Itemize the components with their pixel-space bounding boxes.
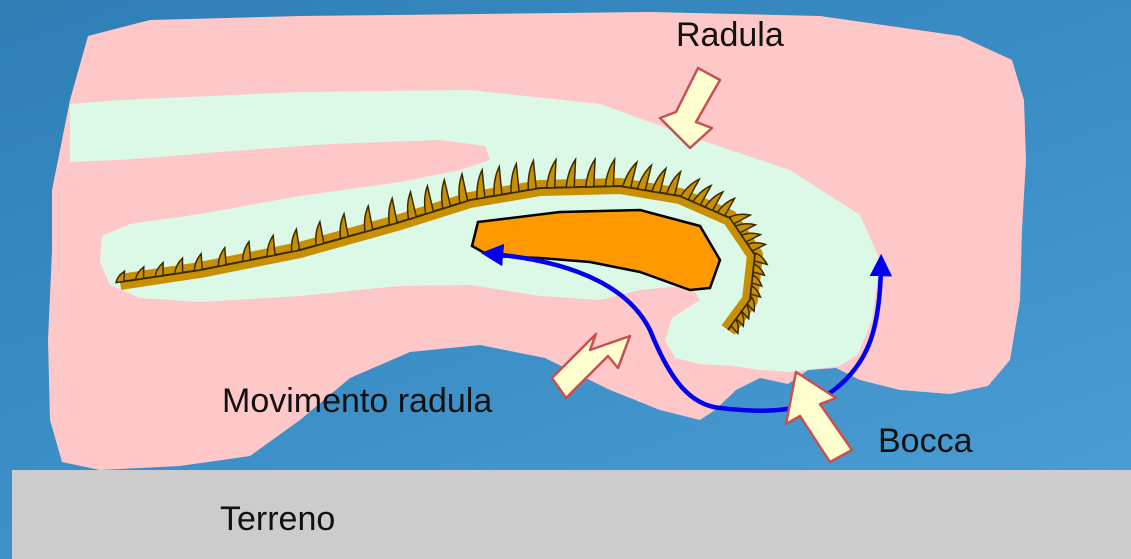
radula-label: Radula (676, 18, 784, 52)
bocca-label: Bocca (878, 424, 973, 458)
terreno-label: Terreno (220, 502, 335, 536)
movimento-radula-label: Movimento radula (222, 384, 492, 418)
